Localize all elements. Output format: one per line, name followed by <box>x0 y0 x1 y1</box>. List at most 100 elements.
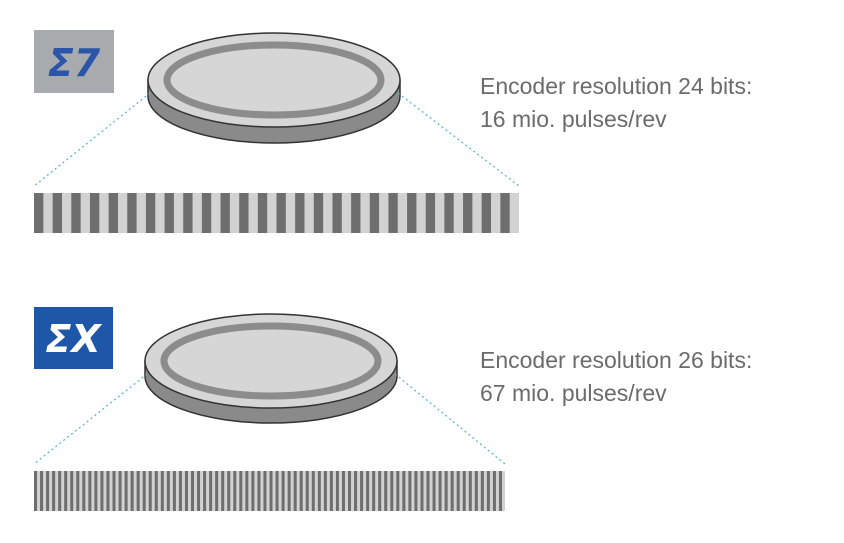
encoder-stripe <box>142 471 146 511</box>
encoder-disk <box>147 32 401 144</box>
encoder-stripe <box>166 471 170 511</box>
encoder-stripe <box>46 471 50 511</box>
encoder-stripe <box>227 471 231 511</box>
sigma7-logo-mark: Σ7 <box>48 41 101 85</box>
encoder-stripe <box>444 471 448 511</box>
encoder-stripe <box>88 471 92 511</box>
sigma7-logo: Σ7 <box>34 30 114 93</box>
encoder-stripe <box>233 471 237 511</box>
encoder-stripe <box>332 193 342 233</box>
encoder-stripe <box>384 471 388 511</box>
encoder-stripe <box>456 471 460 511</box>
encoder-stripe <box>281 471 285 511</box>
encoder-stripe <box>480 471 484 511</box>
sigmax-logo: ΣX <box>34 307 113 369</box>
encoder-stripe <box>239 471 243 511</box>
encoder-stripe <box>201 193 212 233</box>
encoder-stripe <box>118 471 122 511</box>
encoder-stripe <box>76 471 80 511</box>
encoder-stripe <box>263 471 267 511</box>
encoder-stripe <box>275 471 279 511</box>
encoder-stripe <box>500 193 510 233</box>
encoder-stripe <box>221 471 225 511</box>
encoder-stripe <box>402 471 406 511</box>
encoder-stripe <box>444 193 454 233</box>
encoder-stripe <box>360 471 364 511</box>
encoder-stripe <box>426 471 430 511</box>
encoder-stripe <box>34 193 44 233</box>
encoder-stripe <box>239 193 249 233</box>
encoder-stripe <box>432 471 436 511</box>
encoder-stripe <box>130 471 134 511</box>
encoder-stripe <box>299 471 303 511</box>
encoder-stripe <box>463 193 473 233</box>
zoom-guide-lines <box>33 92 520 187</box>
encoder-stripe <box>462 471 466 511</box>
encoder-stripe <box>369 193 380 233</box>
encoder-stripe <box>354 471 358 511</box>
encoder-stripe <box>317 471 321 511</box>
encoder-stripe <box>71 193 81 233</box>
encoder-stripe <box>145 193 156 233</box>
encoder-stripe <box>492 471 496 511</box>
encoder-stripe <box>172 471 176 511</box>
encoder-stripe <box>420 471 424 511</box>
encoder-stripe <box>408 471 412 511</box>
zoom-guide-lines <box>33 373 506 465</box>
encoder-stripe <box>323 471 327 511</box>
encoder-stripe <box>100 471 104 511</box>
encoder-stripe <box>251 471 255 511</box>
encoder-stripe <box>108 193 118 233</box>
encoder-stripe <box>112 471 116 511</box>
encoder-stripe <box>154 471 158 511</box>
encoder-stripe <box>203 471 207 511</box>
encoder-stripe-scale <box>34 471 505 511</box>
sigmax-logo-mark: ΣX <box>45 317 102 361</box>
encoder-stripe <box>257 471 261 511</box>
encoder-sigmax-spec: Encoder resolution 26 bits: 67 mio. puls… <box>480 344 752 410</box>
encoder-stripe <box>160 471 164 511</box>
pulses-line: 67 mio. pulses/rev <box>480 380 667 406</box>
encoder-stripe <box>94 471 98 511</box>
encoder-stripe <box>287 471 291 511</box>
encoder-stripe <box>329 471 333 511</box>
resolution-line: Encoder resolution 24 bits: <box>480 73 753 99</box>
encoder-stripe <box>388 193 398 233</box>
encoder-stripe <box>425 193 436 233</box>
encoder-stripe <box>58 471 62 511</box>
encoder-stripe <box>295 193 305 233</box>
encoder-stripe <box>276 193 286 233</box>
encoder-stripe <box>481 193 492 233</box>
encoder-stripe <box>313 193 324 233</box>
encoder-stripe <box>209 471 213 511</box>
encoder-stripe <box>390 471 394 511</box>
encoder-stripe <box>197 471 201 511</box>
encoder-stripe <box>407 193 417 233</box>
encoder-stripe <box>269 471 273 511</box>
encoder-stripe <box>164 193 174 233</box>
encoder-stripe <box>148 471 152 511</box>
encoder-disk <box>144 313 398 424</box>
encoder-stripe <box>191 471 195 511</box>
encoder-stripe <box>450 471 454 511</box>
encoder-stripe <box>82 471 86 511</box>
encoder-stripe <box>396 471 400 511</box>
encoder-stripe <box>124 471 128 511</box>
encoder-stripe <box>438 471 442 511</box>
encoder-stripe <box>70 471 74 511</box>
encoder-stripe <box>178 471 182 511</box>
encoder-stripe <box>293 471 297 511</box>
encoder-stripe <box>348 471 352 511</box>
encoder-stripe <box>257 193 268 233</box>
encoder-stripe <box>127 193 137 233</box>
encoder-stripe <box>305 471 309 511</box>
encoder-stripe <box>52 193 62 233</box>
encoder-stripe <box>184 471 188 511</box>
encoder-stripe <box>136 471 140 511</box>
encoder-stripe <box>52 471 56 511</box>
encoder-stripe <box>106 471 110 511</box>
encoder-stripe <box>474 471 478 511</box>
encoder-stripe <box>414 471 418 511</box>
